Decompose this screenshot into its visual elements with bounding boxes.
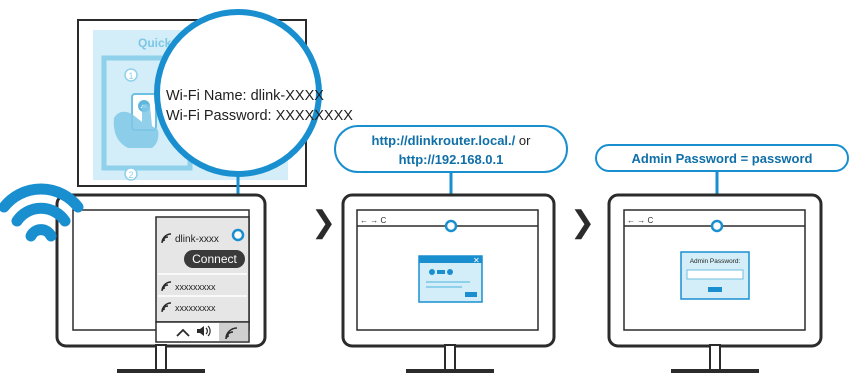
- admin-password-text: Admin Password = password: [632, 151, 813, 166]
- close-icon[interactable]: ✕: [473, 256, 480, 265]
- password-input[interactable]: [686, 269, 744, 280]
- admin-password-callout: Admin Password = password: [595, 144, 849, 222]
- magnifier-lens: Wi-Fi Name: dlink-XXXX Wi-Fi Password: X…: [154, 9, 353, 226]
- quick-card-title: Quick I: [138, 36, 178, 50]
- connect-button[interactable]: [184, 250, 245, 268]
- monitor-3: ← → C Admin Password:: [607, 193, 823, 373]
- wifi-symbol-icon: [0, 183, 84, 242]
- step-2-badge: [124, 167, 138, 181]
- svg-text:1: 1: [129, 71, 134, 81]
- chevron-up-icon[interactable]: [176, 328, 190, 337]
- login-submit-button[interactable]: [708, 287, 722, 292]
- monitor-1: dlink-xxxx Connect xxxxxxxxx xxxxxxxxx: [55, 193, 267, 373]
- url-line-1: http://dlinkrouter.local./ or: [372, 133, 532, 148]
- wifi-password-text: Wi-Fi Password: XXXXXXXX: [166, 108, 353, 124]
- network-item-2[interactable]: xxxxxxxxx: [161, 281, 216, 292]
- network-1-label: dlink-xxxx: [175, 234, 219, 245]
- next-arrow-1: ❯: [311, 206, 336, 240]
- login-dialog: Admin Password:: [680, 251, 750, 300]
- svg-text:2: 2: [129, 170, 134, 180]
- wifi-signal-icon: [161, 233, 172, 244]
- url-callout: http://dlinkrouter.local./ or http://192…: [334, 125, 568, 222]
- connect-button-label: Connect: [192, 252, 237, 266]
- url-line-2: http://192.168.0.1: [399, 152, 504, 167]
- admin-password-label: Admin Password:: [690, 258, 741, 265]
- taskbar: [155, 321, 250, 343]
- browser-nav-icons[interactable]: ← → C: [360, 216, 386, 225]
- next-arrow-2: ❯: [570, 206, 595, 240]
- wifi-name-text: Wi-Fi Name: dlink-XXXX: [166, 88, 324, 104]
- wifi-signal-icon: [161, 281, 172, 292]
- wifi-signal-icon: [161, 302, 172, 313]
- volume-icon[interactable]: [197, 325, 211, 337]
- network-3-label: xxxxxxxxx: [175, 303, 216, 313]
- wifi-taskbar-icon[interactable]: [225, 327, 238, 340]
- hand-phone-icon: [113, 93, 159, 148]
- monitor-2: ← → C ✕: [341, 193, 556, 373]
- browser-nav-icons[interactable]: ← → C: [627, 216, 653, 225]
- step-1-badge: [124, 68, 138, 82]
- network-item-3[interactable]: xxxxxxxxx: [161, 302, 216, 313]
- web-page-window: ✕: [418, 255, 483, 303]
- wifi-network-popup: dlink-xxxx Connect xxxxxxxxx xxxxxxxxx: [155, 216, 250, 323]
- network-item-dlink[interactable]: dlink-xxxx: [161, 233, 219, 245]
- network-2-label: xxxxxxxxx: [175, 282, 216, 292]
